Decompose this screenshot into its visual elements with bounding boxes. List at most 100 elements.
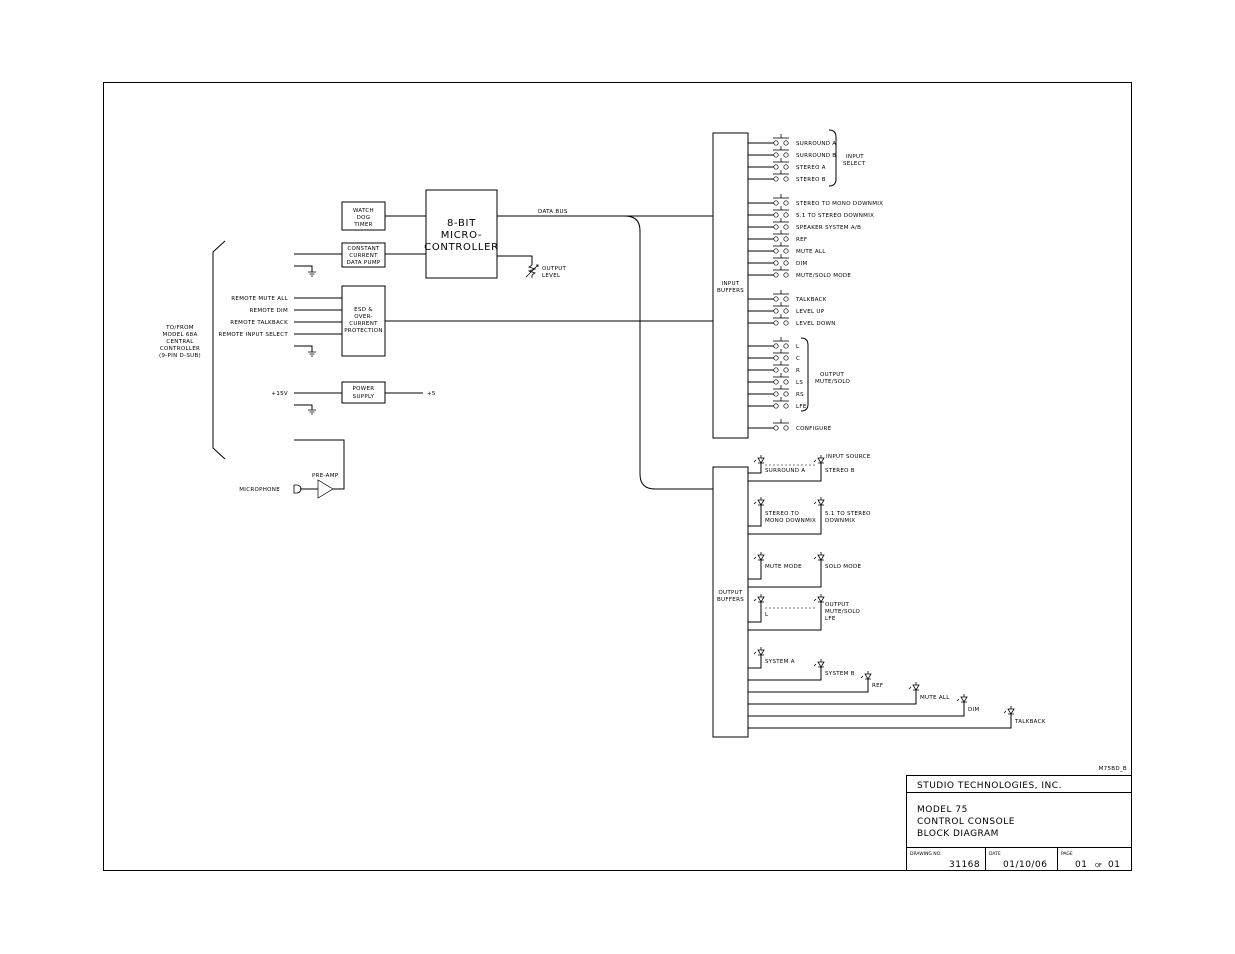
svg-text:OUTPUT: OUTPUT xyxy=(825,602,850,608)
svg-text:REMOTE INPUT SELECT: REMOTE INPUT SELECT xyxy=(218,332,288,338)
led-dashes xyxy=(765,464,817,609)
switch-label: STEREO B xyxy=(796,177,826,183)
switch-label: STEREO TO MONO DOWNMIX xyxy=(796,201,883,207)
esd-label: PROTECTION xyxy=(344,328,383,334)
led-emission-icon xyxy=(813,459,817,463)
switch-label: LFE xyxy=(796,404,807,410)
led-emission-icon xyxy=(908,686,912,690)
pushbutton-switch: C xyxy=(748,349,800,362)
led-labels: SURROUND A INPUT SOURCE STEREO B STEREO … xyxy=(765,454,1045,725)
svg-text:TO/FROM: TO/FROM xyxy=(165,325,194,331)
data-pump-label: CONSTANT xyxy=(347,246,380,252)
led-emission-icon xyxy=(753,598,757,602)
watchdog-label: DOG xyxy=(357,215,371,221)
led-icon xyxy=(757,647,765,656)
switch-label: LS xyxy=(796,380,803,386)
drawing-id: M75BD_B xyxy=(1099,766,1127,772)
output-buffers-label: OUTPUT xyxy=(718,590,743,596)
output-mute-solo-brace xyxy=(800,337,809,412)
switch-label: SPEAKER SYSTEM A/B xyxy=(796,225,861,231)
data-bus-line xyxy=(497,215,713,490)
supply-out-label: +5 xyxy=(427,391,436,397)
ground-icon xyxy=(308,271,316,277)
switch-label: RS xyxy=(796,392,804,398)
svg-text:STEREO TO: STEREO TO xyxy=(765,511,799,517)
page-of: OF xyxy=(1095,863,1102,869)
pushbutton-switch: DIM xyxy=(748,254,807,267)
date-label: DATE xyxy=(989,851,1001,857)
led-icon xyxy=(864,671,872,680)
data-bus-label: DATA BUS xyxy=(538,209,568,215)
led-emission-icon xyxy=(813,598,817,602)
pushbutton-switch: SURROUND A xyxy=(748,134,836,147)
switch-label: SURROUND B xyxy=(796,153,836,159)
company-name: STUDIO TECHNOLOGIES, INC. xyxy=(917,781,1062,791)
led-icon xyxy=(817,497,825,506)
output-buffers-label: BUFFERS xyxy=(717,597,744,603)
switch-label: L xyxy=(796,344,800,350)
pushbutton-switch: LS xyxy=(748,373,803,386)
led-icon xyxy=(960,694,968,703)
led-icon xyxy=(817,552,825,561)
switch-label: REF xyxy=(796,237,807,243)
svg-text:SYSTEM A: SYSTEM A xyxy=(765,659,795,665)
preamp-triangle xyxy=(317,479,334,499)
svg-text:LFE: LFE xyxy=(825,616,836,622)
switch-label: 5.1 TO STEREO DOWNMIX xyxy=(796,213,874,219)
svg-text:CONTROLLER: CONTROLLER xyxy=(160,346,200,352)
switch-label: MUTE ALL xyxy=(796,249,826,255)
pushbutton-switch: STEREO A xyxy=(748,158,826,171)
drawing-title-line: MODEL 75 xyxy=(917,805,968,815)
pushbutton-switch: STEREO B xyxy=(748,170,826,183)
watchdog-timer-block xyxy=(341,201,386,231)
led-emission-icon xyxy=(753,459,757,463)
supply-in-label: +15V xyxy=(271,391,288,397)
svg-text:SURROUND A: SURROUND A xyxy=(765,468,805,474)
data-pump-block xyxy=(341,242,386,268)
led-icon xyxy=(1007,706,1015,715)
led-emission-icon xyxy=(753,556,757,560)
drawing-title-line: BLOCK DIAGRAM xyxy=(917,829,999,839)
led-emission-icon xyxy=(860,675,864,679)
led-icon xyxy=(817,455,825,464)
watchdog-label: TIMER xyxy=(353,222,373,228)
led-emission-icon xyxy=(813,501,817,505)
svg-text:(9-PIN D-SUB): (9-PIN D-SUB) xyxy=(159,353,201,359)
pushbutton-switch: TALKBACK xyxy=(748,290,826,303)
svg-text:REMOTE DIM: REMOTE DIM xyxy=(249,308,288,314)
pushbutton-switch: LEVEL UP xyxy=(748,302,825,315)
led-icon xyxy=(912,682,920,691)
page-total: 01 xyxy=(1108,860,1120,870)
esd-protection-block xyxy=(341,285,386,357)
title-block: STUDIO TECHNOLOGIES, INC. MODEL 75 CONTR… xyxy=(906,775,1132,871)
svg-text:MUTE/SOLO: MUTE/SOLO xyxy=(825,609,861,615)
input-buffers-label: BUFFERS xyxy=(717,288,744,294)
pushbutton-switch: SURROUND B xyxy=(748,146,836,159)
switch-label: LEVEL UP xyxy=(796,309,825,315)
led-icon xyxy=(757,552,765,561)
output-level-label: OUTPUT xyxy=(542,266,567,272)
svg-text:REMOTE MUTE ALL: REMOTE MUTE ALL xyxy=(231,296,288,302)
svg-text:MODEL 68A: MODEL 68A xyxy=(162,332,197,338)
drawing-date: 01/10/06 xyxy=(1003,860,1047,870)
led-emission-icon xyxy=(1003,710,1007,714)
microcontroller-label: 8-BIT xyxy=(447,218,476,229)
led-icon xyxy=(817,594,825,603)
drawing-no: 31168 xyxy=(949,860,980,870)
svg-text:STEREO B: STEREO B xyxy=(825,468,855,474)
svg-text:SYSTEM B: SYSTEM B xyxy=(825,671,855,677)
led-emission-icon xyxy=(813,663,817,667)
led-icon xyxy=(757,594,765,603)
connector-brace xyxy=(212,240,226,460)
pushbutton-switch: SPEAKER SYSTEM A/B xyxy=(748,218,861,231)
preamp-label: PRE-AMP xyxy=(312,473,339,479)
svg-text:L: L xyxy=(765,612,769,618)
svg-text:DOWNMIX: DOWNMIX xyxy=(825,518,855,524)
microphone-label: MICROPHONE xyxy=(239,487,280,493)
switch-label: SURROUND A xyxy=(796,141,836,147)
power-supply-label: POWER xyxy=(353,386,375,392)
output-mute-solo-label: OUTPUT xyxy=(820,372,845,378)
output-level-label: LEVEL xyxy=(542,273,561,279)
